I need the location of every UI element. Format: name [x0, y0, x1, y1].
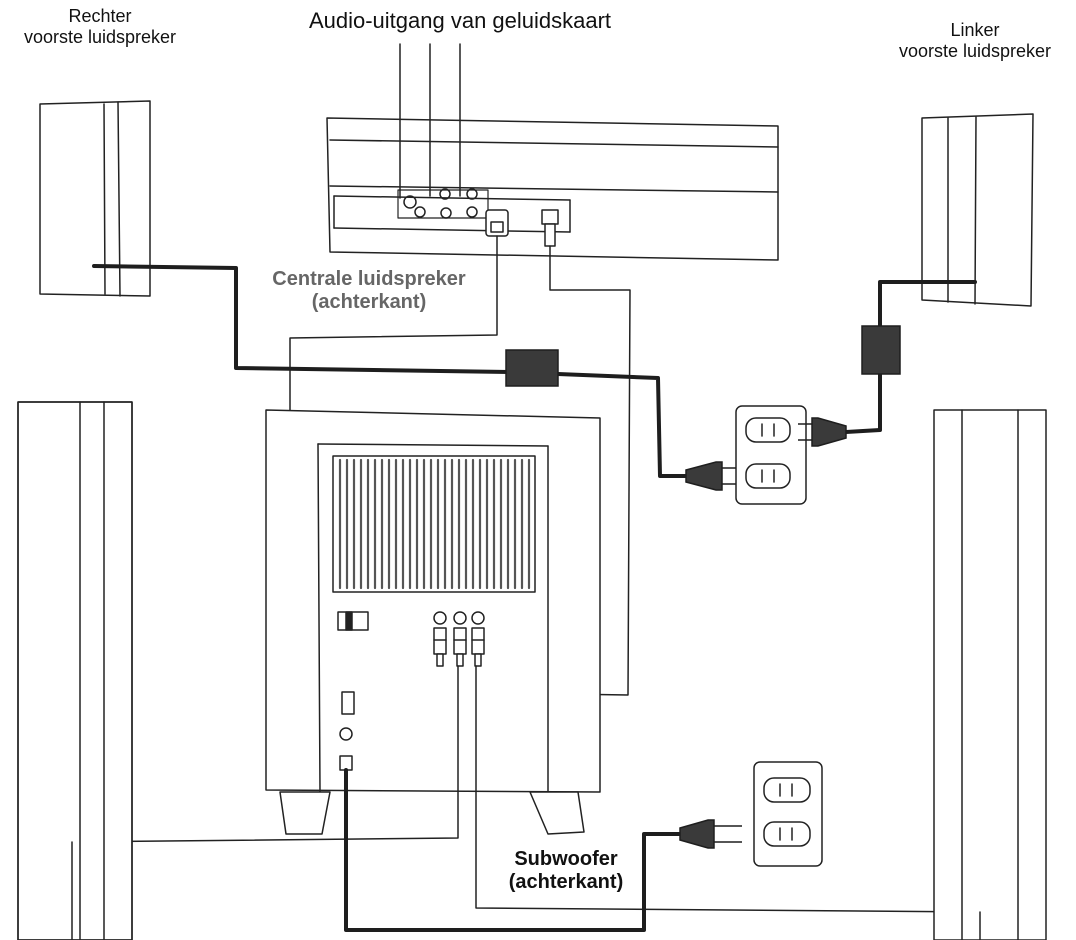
plug-bottom — [679, 819, 742, 849]
volume-knob — [339, 727, 353, 741]
computer-plug-left — [485, 209, 509, 237]
subwoofer-center-connector — [337, 611, 369, 631]
plug-top-right — [798, 417, 847, 447]
power-switch — [341, 691, 355, 715]
audio-output-label: Audio-uitgang van geluidskaart — [308, 8, 612, 33]
right-front-speaker-label-line2: voorste luidspreker — [23, 26, 177, 47]
sound-card-jacks — [397, 188, 489, 219]
center-speaker-label: Centrale luidspreker (achterkant) — [246, 268, 492, 314]
wall-outlet-top — [735, 405, 807, 505]
left-front-speaker — [921, 113, 1034, 307]
subwoofer-power-cable — [344, 768, 682, 932]
subwoofer-label-line2: (achterkant) — [508, 871, 624, 893]
right-speaker-power-cable — [92, 264, 512, 374]
subwoofer-label-line1: Subwoofer — [514, 848, 618, 870]
right-front-speaker-label: Rechter voorste luidspreker — [6, 6, 194, 47]
center-speaker-label-line2: (achterkant) — [311, 291, 427, 313]
plug-top-left — [685, 461, 736, 491]
left-front-speaker-label-line2: voorste luidspreker — [898, 40, 1052, 61]
subwoofer — [265, 409, 601, 835]
right-front-speaker — [39, 100, 151, 297]
power-socket — [339, 755, 353, 771]
wall-outlet-bottom — [753, 761, 823, 867]
power-adapter-right — [505, 349, 559, 387]
rear-right-speaker — [17, 401, 133, 940]
subwoofer-label: Subwoofer (achterkant) — [494, 848, 638, 894]
subwoofer-rca-jacks — [433, 611, 485, 667]
left-speaker-power-cable — [878, 280, 977, 332]
subwoofer-grille — [338, 458, 531, 590]
computer-chassis — [326, 117, 779, 261]
power-adapter-left — [861, 325, 901, 375]
right-front-speaker-label-line1: Rechter — [68, 6, 132, 26]
left-front-speaker-label: Linker voorste luidspreker — [880, 20, 1070, 61]
adapter-to-outlet-cable — [556, 372, 688, 478]
center-speaker-label-line1: Centrale luidspreker — [272, 268, 466, 290]
left-front-speaker-label-line1: Linker — [950, 20, 1000, 40]
computer-plug-right — [541, 209, 559, 247]
left-adapter-to-outlet-cable — [844, 372, 882, 434]
rear-left-speaker — [933, 409, 1047, 940]
